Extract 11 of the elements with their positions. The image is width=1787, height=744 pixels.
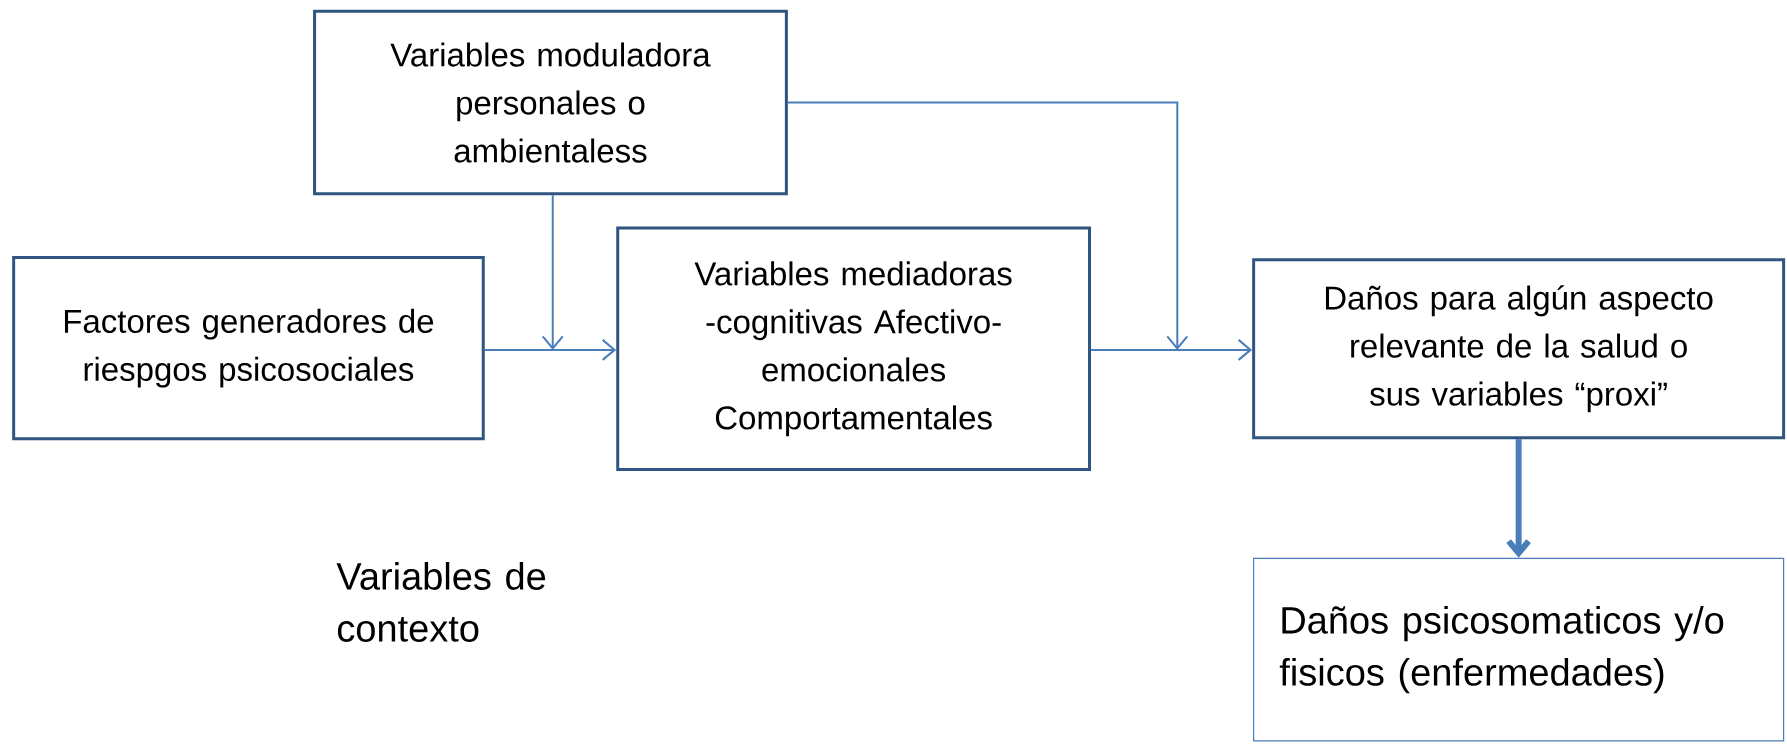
context-label: Variables de contexto (336, 561, 546, 642)
arrow (541, 194, 564, 350)
process-box: Daños para algún aspecto relevante de la salud o sus variables “proxi” (1252, 258, 1786, 440)
process-box: Daños psicosomaticos y/o fisicos (enfermedades) (1253, 557, 1785, 742)
process-box: Variables moduladora personales o ambientaless (313, 9, 788, 196)
process-box: Factores generadores de riespgos psicosociales (12, 256, 485, 441)
arrow (1506, 439, 1531, 558)
process-box: Variables mediadoras -cognitivas Afectivo-emocionales Comportamentales (616, 226, 1091, 471)
arrow (483, 338, 617, 361)
arrow (786, 101, 1189, 350)
arrow (1090, 338, 1253, 361)
